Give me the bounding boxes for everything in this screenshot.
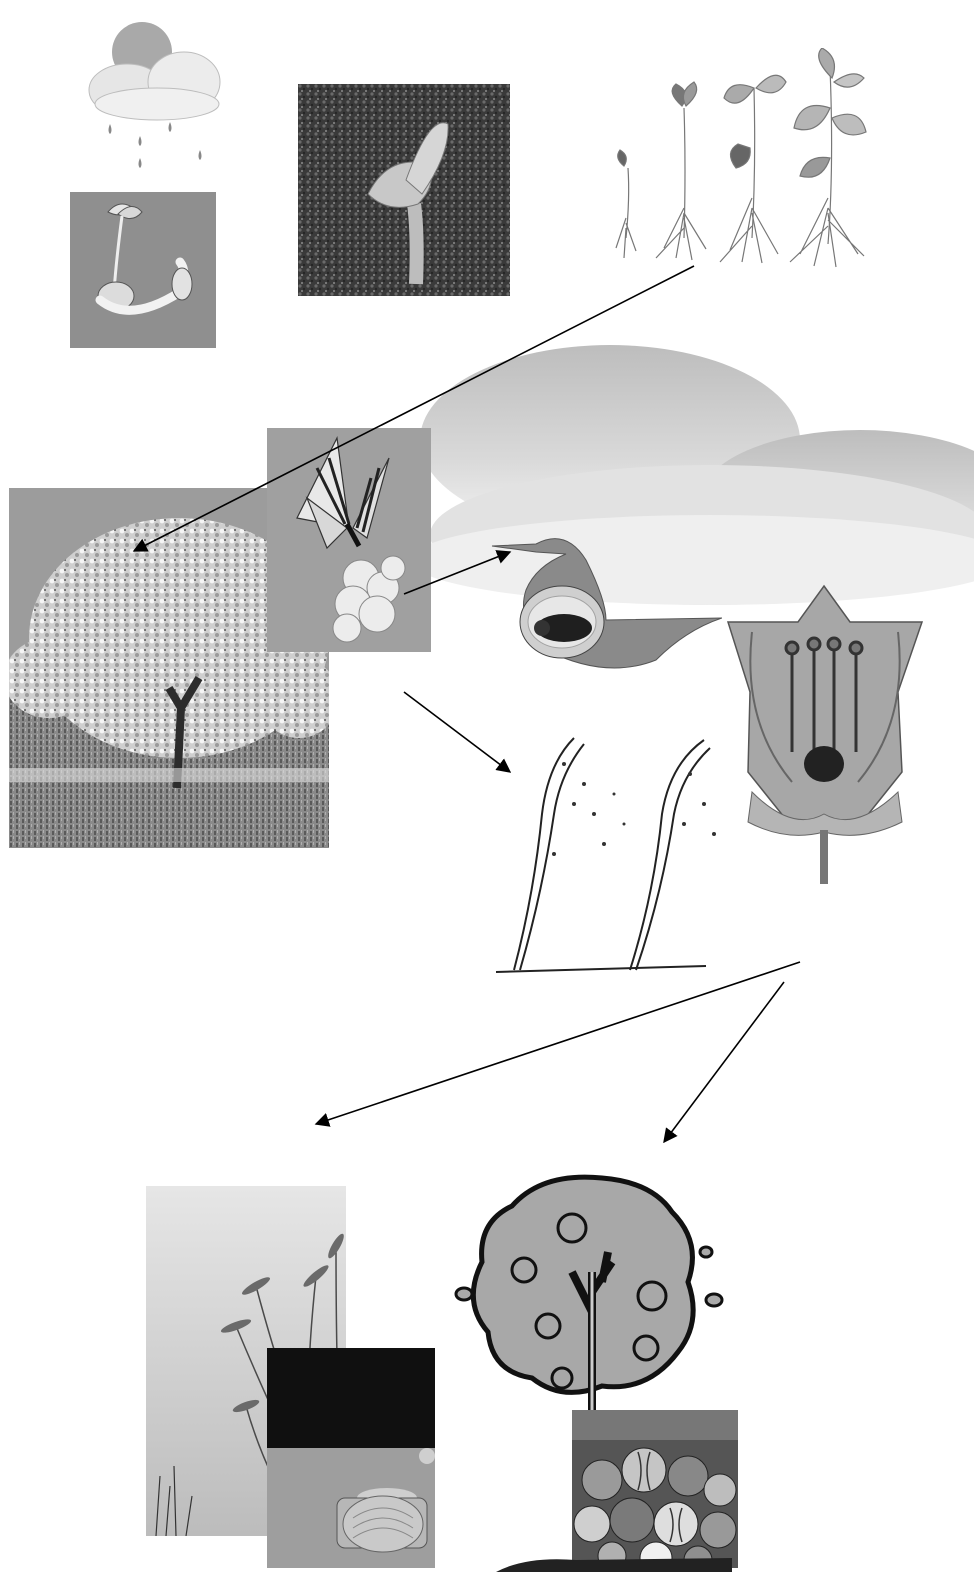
butterfly-on-flower <box>267 428 431 652</box>
flower-anatomy-icon <box>722 582 928 886</box>
ground-strip <box>496 1552 732 1572</box>
fruit-tree <box>452 1172 728 1422</box>
butterfly-icon <box>267 428 431 652</box>
bee-flower-icon <box>486 530 722 690</box>
sprout-in-soil-icon <box>298 84 510 296</box>
wind-trees-icon <box>494 734 726 978</box>
seedling-stages-icon <box>604 48 894 292</box>
produce-icon <box>572 1410 738 1568</box>
ground-icon <box>496 1552 732 1572</box>
arrow-to-fruit-tree <box>664 982 784 1142</box>
hay-bale-icon <box>267 1348 435 1568</box>
flower-cross-section <box>722 582 928 886</box>
bee-in-flower <box>486 530 722 690</box>
sprout-in-soil <box>298 84 510 296</box>
germinating-seed <box>70 192 216 348</box>
rain-cloud-icon <box>82 12 232 172</box>
hay-bale <box>267 1348 435 1568</box>
seedling-growth-stages <box>604 48 894 292</box>
fruit-tree-icon <box>452 1172 728 1422</box>
arrow-to-wheat-field <box>316 962 800 1124</box>
rain-cloud <box>82 12 232 172</box>
harvest-produce <box>572 1410 738 1568</box>
wind-blown-trees <box>494 734 726 978</box>
germinating-seed-icon <box>70 192 216 348</box>
